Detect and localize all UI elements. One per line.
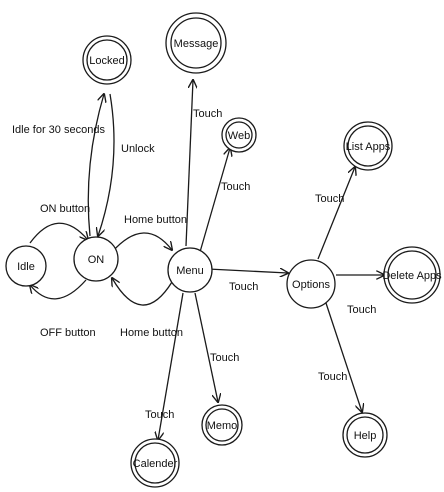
state-message: Message bbox=[165, 12, 227, 74]
label-touch-calender: Touch bbox=[145, 409, 174, 421]
edge-idle-to-on bbox=[29, 222, 88, 244]
state-options: Options bbox=[286, 259, 336, 309]
state-help-label: Help bbox=[354, 430, 377, 442]
state-idle: Idle bbox=[5, 245, 47, 287]
state-message-label: Message bbox=[174, 38, 219, 50]
state-idle-label: Idle bbox=[17, 261, 35, 273]
state-menu: Menu bbox=[167, 247, 213, 293]
state-list-apps: List Apps bbox=[343, 121, 393, 171]
edge-menu-to-options bbox=[207, 269, 288, 273]
label-touch-list-apps: Touch bbox=[315, 193, 344, 205]
state-menu-label: Menu bbox=[176, 265, 204, 277]
state-locked-label: Locked bbox=[89, 55, 124, 67]
edge-menu-to-memo bbox=[194, 292, 218, 402]
edge-menu-to-message bbox=[185, 80, 193, 247]
edge-menu-to-calender bbox=[158, 292, 184, 440]
state-list-apps-label: List Apps bbox=[346, 141, 391, 153]
transition-labels: Idle for 30 seconds Unlock ON button OFF… bbox=[12, 108, 376, 421]
label-unlock: Unlock bbox=[121, 143, 155, 155]
edge-locked-to-on bbox=[98, 93, 115, 236]
state-on-label: ON bbox=[88, 254, 105, 266]
state-web: Web bbox=[221, 117, 257, 153]
label-off-button: OFF button bbox=[40, 327, 96, 339]
label-touch-delete-apps: Touch bbox=[347, 304, 376, 316]
edge-on-to-idle bbox=[30, 279, 87, 300]
label-touch-message: Touch bbox=[193, 108, 222, 120]
state-on: ON bbox=[73, 236, 119, 282]
state-delete-apps: Delete Apps bbox=[382, 246, 442, 304]
label-home-to-menu: Home button bbox=[124, 214, 187, 226]
edge-on-to-locked bbox=[87, 94, 104, 237]
label-idle-to-locked: Idle for 30 seconds bbox=[12, 124, 105, 136]
state-web-label: Web bbox=[228, 130, 250, 142]
edge-options-to-help bbox=[322, 293, 362, 412]
state-memo-label: Memo bbox=[207, 420, 238, 432]
label-on-button: ON button bbox=[40, 203, 90, 215]
state-calender-label: Calender bbox=[133, 458, 178, 470]
state-locked: Locked bbox=[82, 35, 132, 85]
label-touch-help: Touch bbox=[318, 371, 347, 383]
label-touch-memo: Touch bbox=[210, 352, 239, 364]
transitions bbox=[30, 80, 384, 440]
label-touch-web: Touch bbox=[221, 181, 250, 193]
edge-on-to-menu bbox=[111, 232, 172, 253]
state-memo: Memo bbox=[201, 404, 243, 446]
label-touch-options: Touch bbox=[229, 281, 258, 293]
state-options-label: Options bbox=[292, 279, 330, 291]
label-home-to-on: Home button bbox=[120, 327, 183, 339]
edge-menu-to-on bbox=[112, 278, 173, 306]
edge-menu-to-web bbox=[199, 148, 230, 253]
state-calender: Calender bbox=[130, 438, 180, 488]
state-delete-apps-label: Delete Apps bbox=[382, 270, 442, 282]
state-help: Help bbox=[342, 412, 388, 458]
edge-options-to-list-apps bbox=[317, 167, 355, 260]
